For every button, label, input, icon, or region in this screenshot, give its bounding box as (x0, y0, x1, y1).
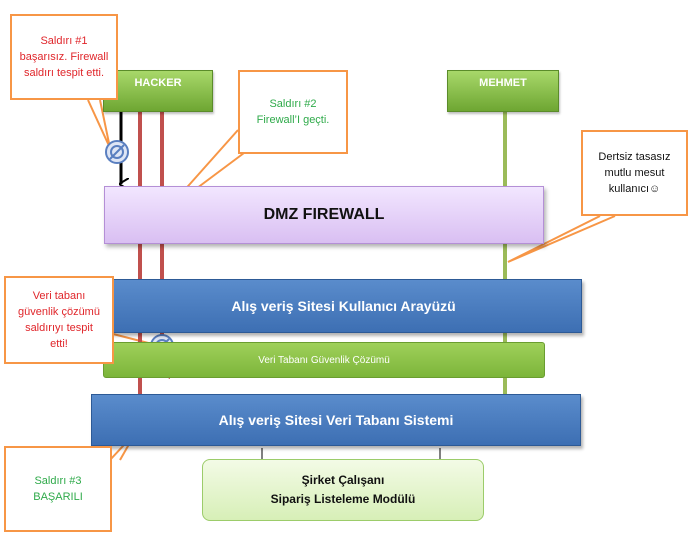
ui-layer-label: Alış veriş Sitesi Kullanıcı Arayüzü (231, 298, 456, 314)
callout-attack1: Saldırı #1 başarısız. Firewall saldırı t… (10, 14, 118, 100)
dmz-firewall: DMZ FIREWALL (104, 186, 544, 244)
callout-text: Dertsiz tasasız (598, 151, 671, 163)
callout-attack3: Saldırı #3 BAŞARILI (4, 446, 112, 532)
db-system-label: Alış veriş Sitesi Veri Tabanı Sistemi (218, 412, 454, 428)
hacker-label: HACKER (134, 77, 182, 89)
callout-text: mutlu mesut (604, 167, 665, 179)
callout-dbsec: Veri tabanı güvenlik çözümü saldırıyı te… (4, 276, 114, 364)
callout-text: başarısız. Firewall (19, 51, 109, 63)
module-line2: Sipariş Listeleme Modülü (270, 492, 416, 506)
db-security-label: Veri Tabanı Güvenlik Çözümü (258, 354, 390, 366)
callout-text: Veri tabanı (32, 290, 86, 302)
ui-layer: Alış veriş Sitesi Kullanıcı Arayüzü (105, 279, 582, 333)
dmz-firewall-label: DMZ FIREWALL (263, 206, 385, 223)
order-list-module: Şirket Çalışanı Sipariş Listeleme Modülü (202, 459, 484, 521)
module-line1: Şirket Çalışanı (301, 473, 385, 487)
callout-text: Saldırı #2 (269, 98, 317, 110)
callout-user: Dertsiz tasasız mutlu mesut kullanıcı☺ (581, 130, 688, 216)
callout-text: saldırıyı tespit (25, 322, 93, 334)
callout-text: kullanıcı☺ (608, 183, 661, 195)
callout-text: Saldırı #1 (40, 35, 88, 47)
callout-pointer-user (507, 215, 616, 263)
callout-text: saldırı tespit etti. (23, 67, 105, 79)
callout-text: BAŞARILI (33, 491, 83, 503)
db-system-layer: Alış veriş Sitesi Veri Tabanı Sistemi (91, 394, 581, 446)
callout-text: güvenlik çözümü (18, 306, 100, 318)
callout-text: Firewall’I geçti. (256, 114, 330, 126)
mehmet-box: MEHMET (447, 70, 559, 112)
block-icon (105, 140, 129, 164)
callout-attack2: Saldırı #2 Firewall’I geçti. (238, 70, 348, 154)
db-security-layer: Veri Tabanı Güvenlik Çözümü (103, 342, 545, 378)
callout-text: etti! (50, 338, 68, 350)
mehmet-label: MEHMET (479, 77, 527, 89)
hacker-box: HACKER (103, 70, 213, 112)
callout-text: Saldırı #3 (34, 475, 82, 487)
